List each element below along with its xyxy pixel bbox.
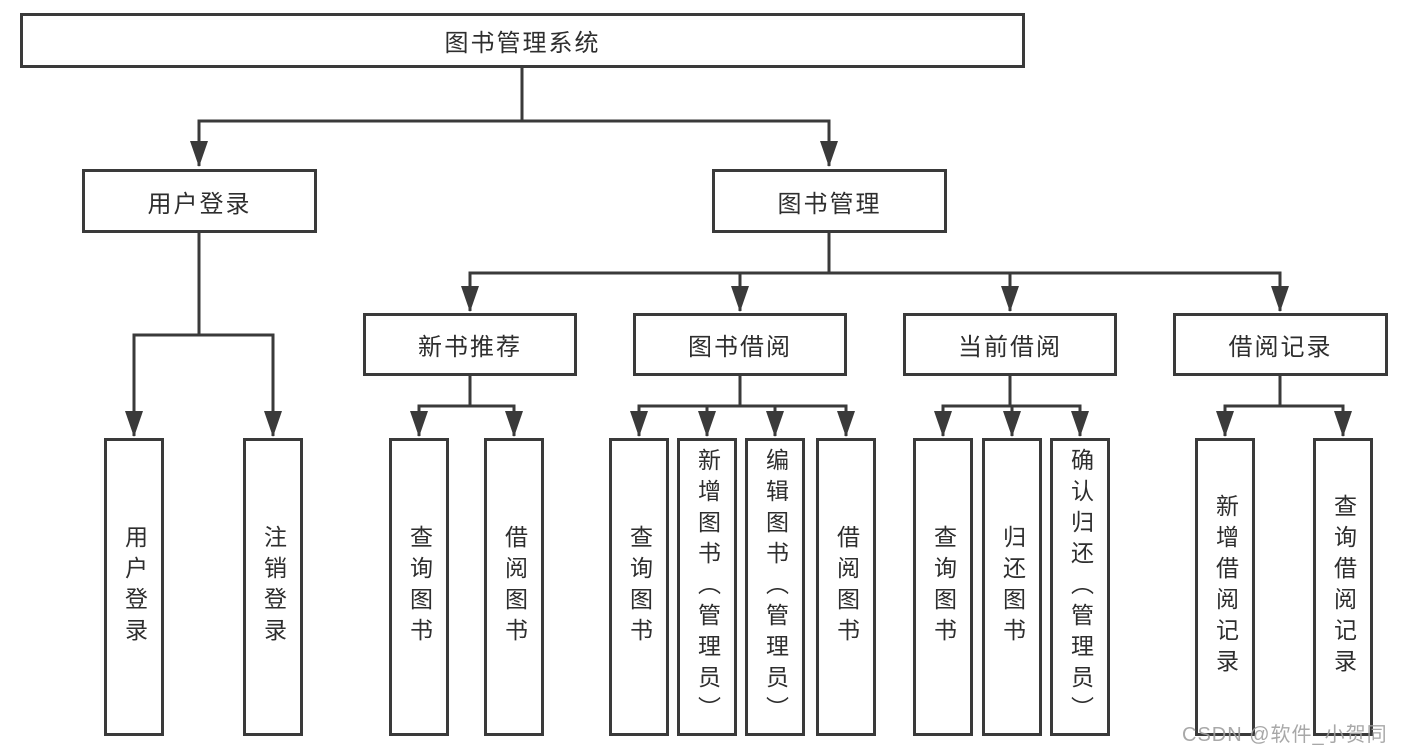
leaf-query-books-current: 查询图书 bbox=[913, 438, 973, 736]
watermark: CSDN @软件_小贺同学 bbox=[1182, 724, 1388, 746]
node-root: 图书管理系统 bbox=[20, 13, 1025, 68]
leaf-confirm-return-admin: 确认归还（管理员） bbox=[1050, 438, 1110, 736]
node-borrowing-records: 借阅记录 bbox=[1173, 313, 1388, 376]
connector-records-to-leaves bbox=[1216, 374, 1352, 437]
leaf-query-borrow-record: 查询借阅记录 bbox=[1313, 438, 1373, 736]
leaf-query-books-borrow: 查询图书 bbox=[609, 438, 669, 736]
node-new-book-recommend: 新书推荐 bbox=[363, 313, 577, 376]
leaf-borrow-books-borrow: 借阅图书 bbox=[816, 438, 876, 736]
leaf-query-books-newbooks: 查询图书 bbox=[389, 438, 449, 736]
leaf-borrow-books-newbooks: 借阅图书 bbox=[484, 438, 544, 736]
node-current-borrowing: 当前借阅 bbox=[903, 313, 1117, 376]
connector-current-to-leaves bbox=[934, 374, 1089, 437]
node-user-login: 用户登录 bbox=[82, 169, 317, 233]
leaf-add-books-admin: 新增图书（管理员） bbox=[677, 438, 737, 736]
connector-management-to-level3 bbox=[461, 231, 1289, 312]
connector-borrow-to-leaves bbox=[630, 374, 855, 437]
leaf-edit-books-admin: 编辑图书（管理员） bbox=[745, 438, 805, 736]
connector-root-to-level2 bbox=[190, 66, 838, 167]
node-book-management: 图书管理 bbox=[712, 169, 947, 233]
leaf-logout-login: 注销登录 bbox=[243, 438, 303, 736]
leaf-user-login: 用户登录 bbox=[104, 438, 164, 736]
leaf-add-borrow-record: 新增借阅记录 bbox=[1195, 438, 1255, 736]
connector-newbooks-to-leaves bbox=[410, 374, 523, 437]
connector-login-to-leaves bbox=[125, 231, 282, 437]
leaf-return-books: 归还图书 bbox=[982, 438, 1042, 736]
node-book-borrowing: 图书借阅 bbox=[633, 313, 847, 376]
